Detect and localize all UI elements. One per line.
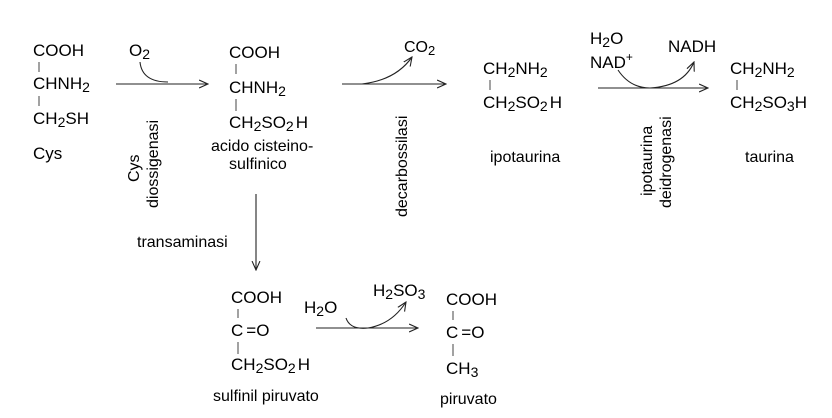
h2o-label: H2O	[590, 29, 623, 50]
csa-top: COOH	[229, 43, 280, 62]
compound-taurine: CH2NH2 CH2SO3H taurina	[730, 59, 807, 166]
enzyme-cdo-1: Cys	[126, 154, 143, 182]
sp-top: COOH	[231, 288, 282, 307]
enzyme-hdh-1: ipotaurina	[639, 126, 656, 196]
h2so3-label: H2SO3	[373, 281, 426, 302]
hypotaurine-top: CH2NH2	[483, 59, 548, 80]
h2so3-curve	[345, 302, 406, 329]
pyruvate-mid: C=O	[446, 323, 484, 342]
pyruvate-name: piruvato	[440, 391, 497, 408]
csa-name-2: sulfinico	[229, 156, 287, 173]
reaction-hdh: H2O NAD+ NADH ipotaurina deidrogenasi	[590, 29, 716, 208]
cys-mid: CHNH2	[33, 74, 90, 95]
enzyme-cdo-2: diossigenasi	[145, 120, 162, 208]
enzyme-decarb: decarbossilasi	[394, 116, 411, 217]
pyruvate-bot: CH3	[446, 359, 479, 380]
h2o-2-label: H2O	[304, 298, 337, 319]
nad-curve	[617, 62, 694, 89]
taurine-name: taurina	[745, 149, 794, 166]
cys-name: Cys	[33, 144, 62, 163]
enzyme-hdh-2: deidrogenasi	[658, 116, 675, 208]
nadh-label: NADH	[668, 37, 716, 56]
compound-pyruvate: COOH C=O CH3 piruvato	[440, 290, 497, 408]
compound-cys: COOH CHNH2 CH2SH Cys	[33, 41, 90, 163]
reaction-desulf: H2O H2SO3	[304, 281, 426, 328]
co2-curve	[361, 57, 412, 85]
csa-name-1: acido cisteino-	[211, 138, 313, 155]
o2-curve	[139, 61, 169, 83]
sp-name: sulfinil piruvato	[213, 388, 319, 405]
o2-label: O2	[129, 41, 150, 62]
taurine-bot: CH2SO3H	[730, 93, 807, 114]
reaction-cdo: O2 Cys diossigenasi	[116, 41, 208, 208]
nad-label: NAD+	[590, 50, 633, 72]
co2-label: CO2	[404, 39, 435, 58]
cys-top: COOH	[33, 41, 84, 60]
cys-bot: CH2SH	[33, 109, 89, 130]
sp-mid: C=O	[231, 321, 269, 340]
reaction-decarb: CO2 decarbossilasi	[342, 39, 446, 217]
enzyme-transam: transaminasi	[137, 234, 228, 251]
taurine-top: CH2NH2	[730, 59, 795, 80]
pyruvate-top: COOH	[446, 290, 497, 309]
hypotaurine-name: ipotaurina	[490, 149, 560, 166]
csa-mid: CHNH2	[229, 78, 286, 99]
reaction-transam: transaminasi	[137, 194, 256, 270]
